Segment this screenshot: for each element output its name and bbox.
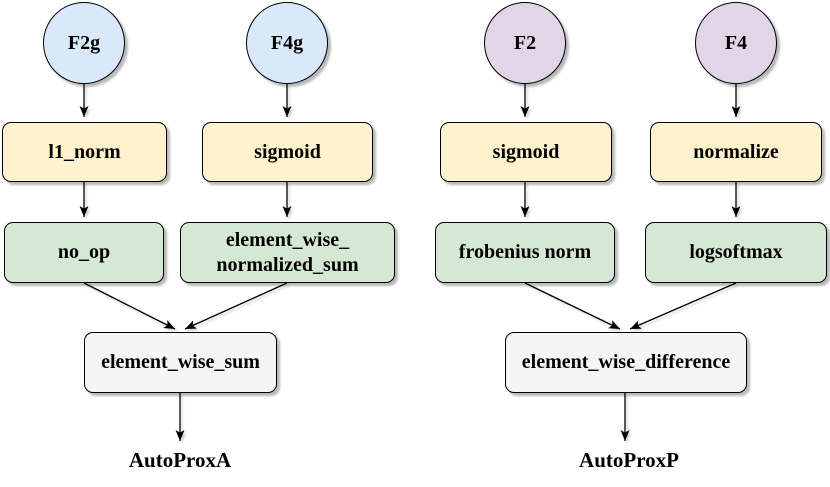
node-f2: F2 [484, 2, 566, 84]
node-element-wise-difference-label: element_wise_difference [521, 351, 731, 373]
node-sigmoid-left-label: sigmoid [254, 140, 321, 163]
node-f2g: F2g [43, 2, 125, 84]
node-frobenius-norm: frobenius norm [435, 222, 615, 283]
arrow-frobenius-to-ewdiff [524, 282, 621, 330]
node-l1-norm-label: l1_norm [48, 140, 121, 163]
node-normalize: normalize [650, 122, 822, 182]
node-l1-norm: l1_norm [2, 122, 167, 182]
node-f2g-label: F2g [67, 31, 101, 54]
node-logsoftmax: logsoftmax [645, 222, 827, 283]
output-label-autoproxp: AutoProxP [579, 448, 679, 472]
node-ewns-label-line1: element_wise_ [225, 228, 350, 251]
node-element-wise-sum-label: element_wise_sum [101, 351, 260, 373]
node-f4g-label: F4g [270, 31, 304, 54]
node-sigmoid-left: sigmoid [202, 122, 373, 182]
node-f4g: F4g [246, 2, 328, 84]
node-element-wise-normalized-sum: element_wise_ normalized_sum [180, 222, 395, 283]
node-f2-label: F2 [513, 31, 537, 54]
node-logsoftmax-label: logsoftmax [689, 241, 783, 263]
arrow-logsoftmax-to-ewdiff [629, 282, 737, 330]
node-no-op: no_op [4, 222, 164, 283]
node-element-wise-sum: element_wise_sum [84, 332, 277, 393]
node-f4-label: F4 [724, 31, 748, 54]
output-label-autoproxa: AutoProxA [128, 448, 232, 472]
node-ewns-label-line2: normalized_sum [216, 253, 359, 276]
node-element-wise-difference: element_wise_difference [505, 332, 747, 393]
node-sigmoid-right-label: sigmoid [492, 140, 560, 163]
node-f4: F4 [695, 2, 777, 84]
node-frobenius-norm-label: frobenius norm [458, 241, 592, 263]
arrow-noop-to-ewsum [83, 282, 176, 330]
node-normalize-label: normalize [693, 140, 779, 163]
node-sigmoid-right: sigmoid [440, 122, 612, 182]
arrow-ewns-to-ewsum [184, 282, 288, 330]
node-no-op-label: no_op [57, 241, 111, 263]
